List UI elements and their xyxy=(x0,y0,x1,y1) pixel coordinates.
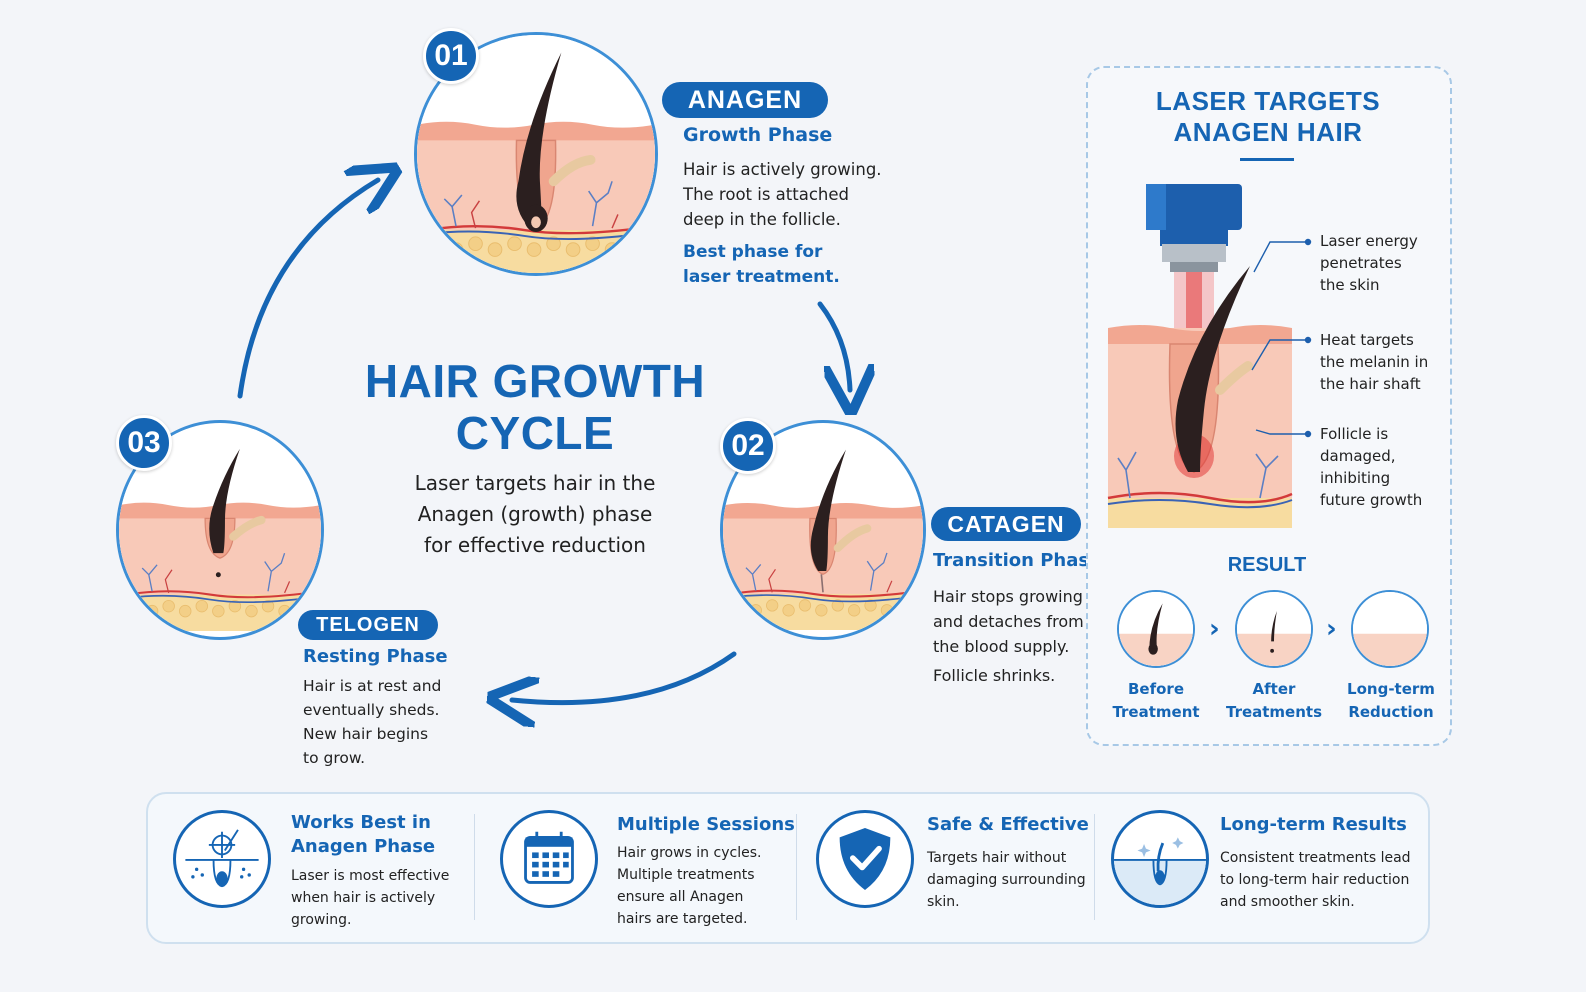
subtitle-line-1: Laser targets hair in the xyxy=(414,471,656,495)
anagen-hair xyxy=(516,52,562,231)
result-before-circle xyxy=(1117,590,1195,668)
arrow-catagen-to-telogen xyxy=(512,651,737,703)
result-title: RESULT xyxy=(1227,554,1307,576)
feature-separator-1 xyxy=(474,814,475,920)
phase-label-anagen: ANAGEN xyxy=(662,82,828,118)
subtitle-line-3: for effective reduction xyxy=(424,533,646,557)
arrow-telogen-to-anagen xyxy=(237,180,378,399)
title-line-2: CYCLE xyxy=(455,407,615,459)
phase-desc-catagen: Hair stops growing and detaches from the… xyxy=(933,587,1084,656)
laser-panel-underline xyxy=(1240,158,1294,161)
feature-desc-long-term: Consistent treatments lead to long-term … xyxy=(1220,850,1411,910)
result-before-label: Before Treatment xyxy=(1112,680,1200,721)
laser-note-follicle: Follicle is damaged, inhibiting future g… xyxy=(1320,425,1423,509)
result-after-circle xyxy=(1235,590,1313,668)
result-after-label: After Treatments xyxy=(1225,680,1323,721)
phase-subtitle-catagen: Transition Phase xyxy=(933,550,1102,571)
phase-number-badge-03: 03 xyxy=(116,415,172,471)
features-bar xyxy=(146,792,1430,944)
feature-desc-multiple-sessions: Hair grows in cycles. Multiple treatment… xyxy=(617,845,762,927)
phase-desc-telogen: Hair is at rest and eventually sheds. Ne… xyxy=(303,677,442,767)
shield-check-icon xyxy=(816,810,914,908)
laser-callouts xyxy=(1251,238,1312,438)
laser-note-melanin: Heat targets the melanin in the hair sha… xyxy=(1320,331,1429,393)
arrow-anagen-to-catagen xyxy=(817,301,850,390)
laser-panel-title: LASER TARGETS ANAGEN HAIR xyxy=(1155,86,1381,147)
result-longterm-circle xyxy=(1351,590,1429,668)
feature-title-long-term: Long-term Results xyxy=(1220,814,1407,835)
phase-best-anagen: Best phase for laser treatment. xyxy=(683,242,840,287)
subtitle-line-2: Anagen (growth) phase xyxy=(417,502,653,526)
phase-label-catagen: CATAGEN xyxy=(931,507,1081,541)
phase-number-badge-02: 02 xyxy=(720,418,776,474)
title-line-1: HAIR GROWTH xyxy=(364,355,706,407)
result-chevron-2: › xyxy=(1326,614,1337,644)
feature-desc-works-best: Laser is most effective when hair is act… xyxy=(291,868,450,928)
laser-note-penetrates: Laser energy penetrates the skin xyxy=(1320,232,1418,294)
phase-extra-catagen: Follicle shrinks. xyxy=(933,666,1056,685)
calendar-icon xyxy=(500,810,598,908)
laser-illustration xyxy=(1107,184,1293,528)
page-subtitle: Laser targets hair in the Anagen (growth… xyxy=(390,468,680,561)
page-title: HAIR GROWTH CYCLE xyxy=(360,355,710,459)
phase-subtitle-anagen: Growth Phase xyxy=(683,124,833,146)
result-chevron-1: › xyxy=(1209,614,1220,644)
cycle-arrows xyxy=(237,0,1086,792)
feature-title-works-best: Works Best in Anagen Phase xyxy=(291,812,436,857)
phase-desc-anagen: Hair is actively growing. The root is at… xyxy=(683,160,882,229)
result-longterm-label: Long-term Reduction xyxy=(1347,680,1435,721)
catagen-illustration xyxy=(720,420,926,640)
phase-label-telogen: TELOGEN xyxy=(298,610,438,640)
feature-title-safe: Safe & Effective xyxy=(927,814,1089,835)
feature-separator-2 xyxy=(796,814,797,920)
follicle-target-icon xyxy=(173,810,271,908)
smooth-skin-icon xyxy=(1111,810,1209,908)
phase-number-badge-01: 01 xyxy=(423,28,479,84)
feature-title-multiple-sessions: Multiple Sessions xyxy=(617,814,795,835)
feature-separator-3 xyxy=(1094,814,1095,920)
feature-desc-safe: Targets hair without damaging surroundin… xyxy=(927,850,1086,910)
phase-subtitle-telogen: Resting Phase xyxy=(303,646,448,667)
